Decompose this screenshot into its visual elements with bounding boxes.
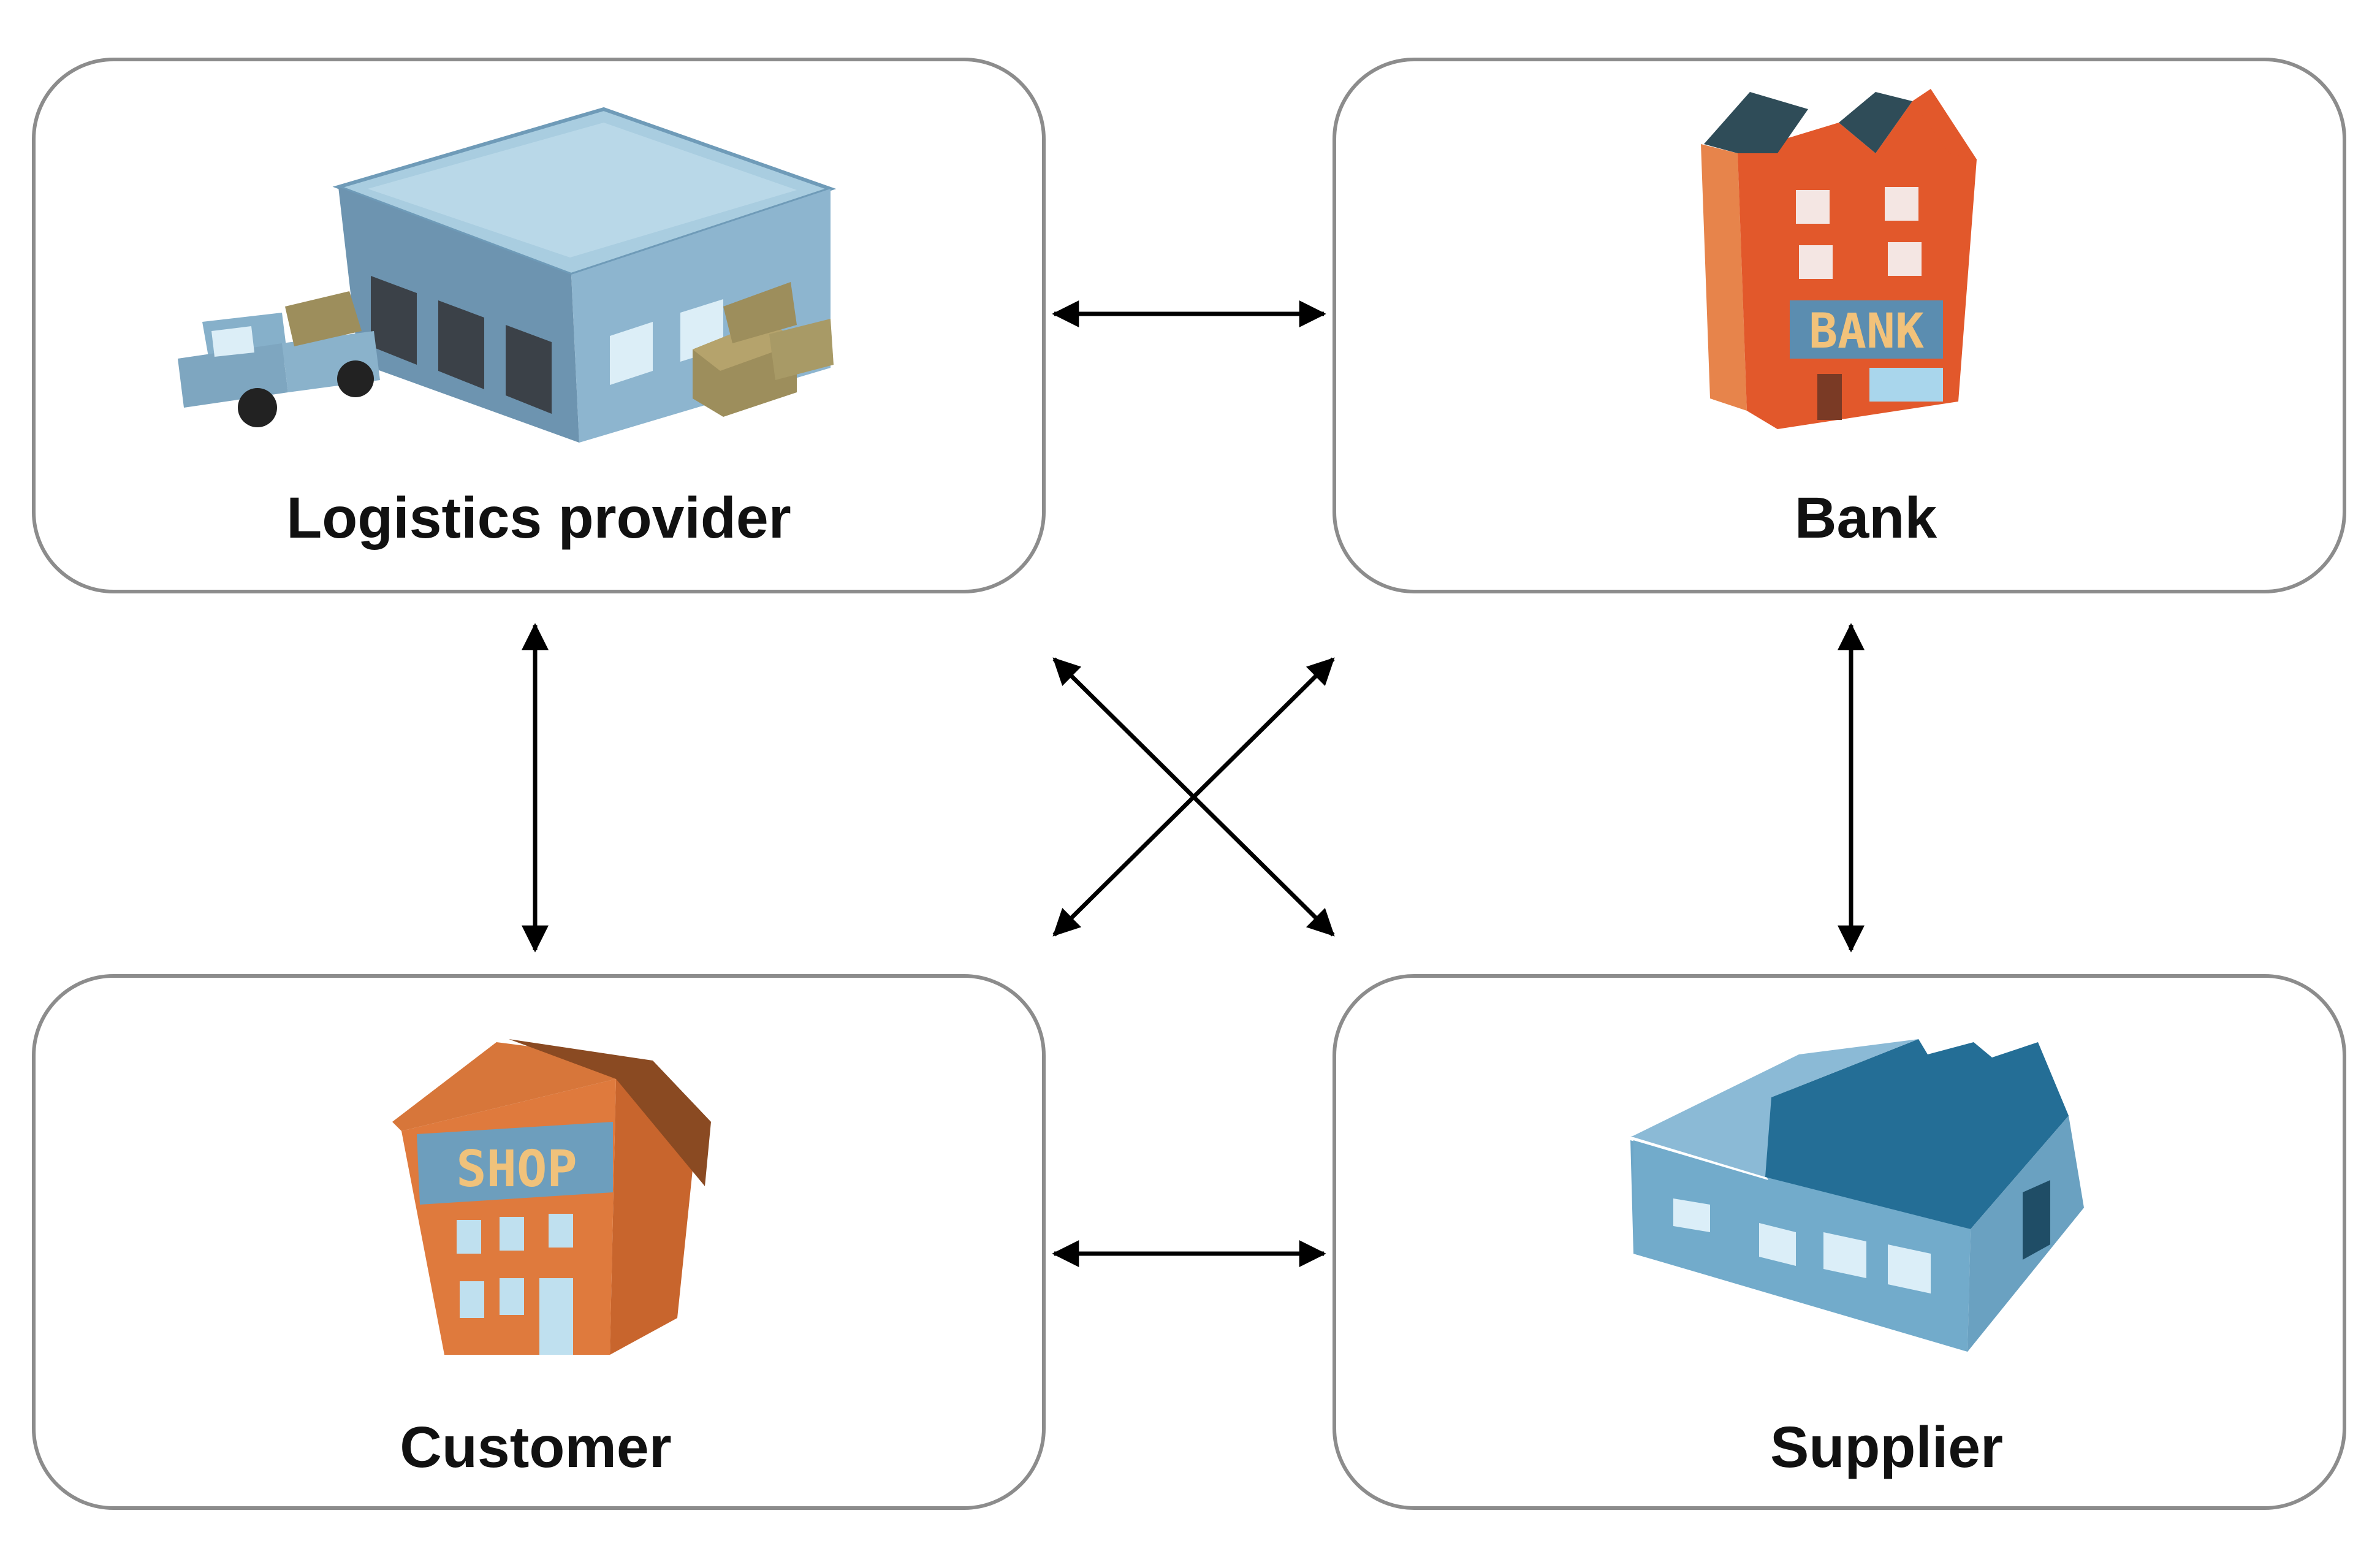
arrows [522,300,1865,1267]
bank-building-icon: BANK [1701,89,1977,429]
factory-icon [1630,1039,2084,1352]
logistics-label: Logistics provider [286,486,791,551]
customer-label: Customer [400,1415,671,1480]
shop-building-icon: SHOP [392,1039,711,1355]
bank-sign-text: BANK [1809,304,1924,359]
warehouse-with-truck-icon [178,107,837,443]
supplier-label: Supplier [1770,1415,2003,1480]
arrow-bank-customer [1052,657,1335,937]
shop-sign-text: SHOP [456,1140,577,1198]
bank-label: Bank [1795,486,1937,551]
